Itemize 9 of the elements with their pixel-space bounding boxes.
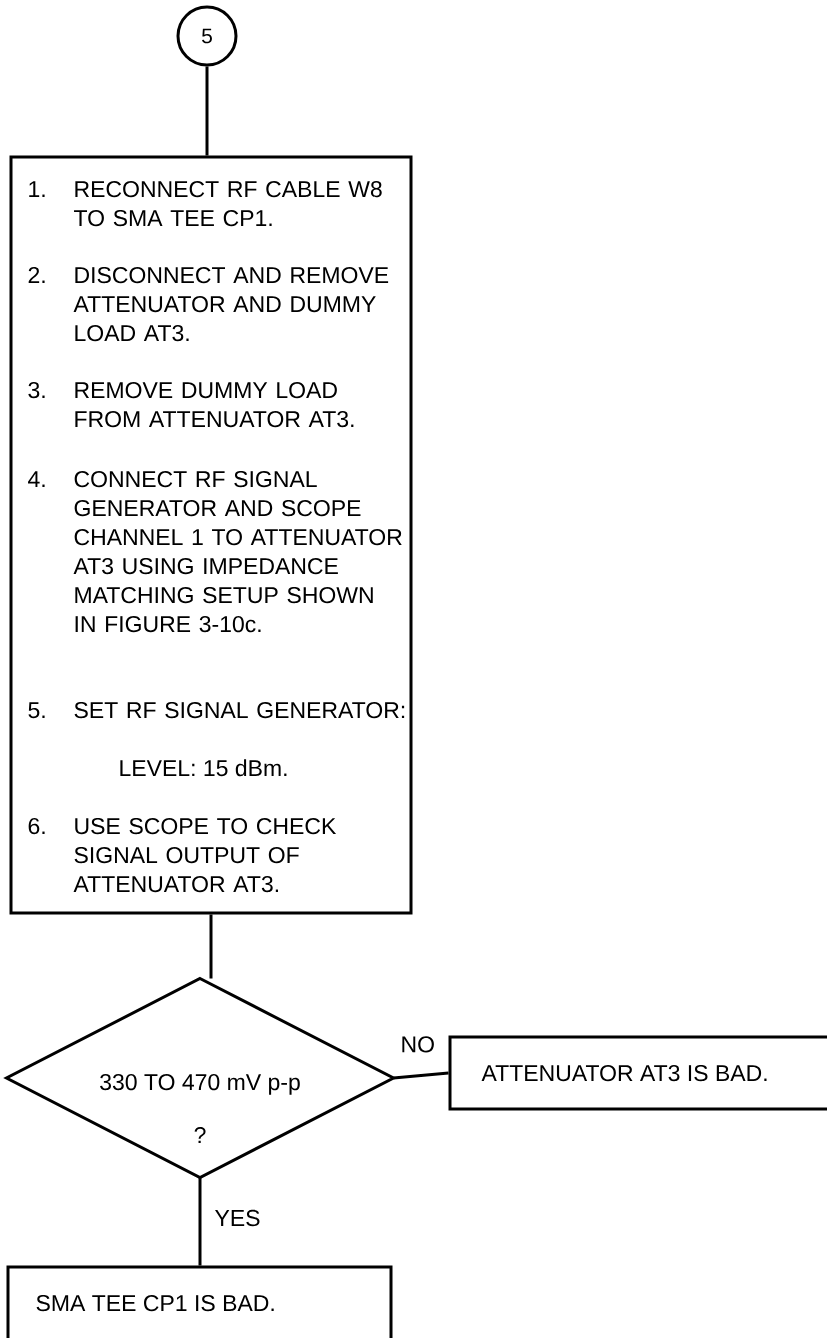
connector-line <box>393 1071 449 1080</box>
process-box: 1. RECONNECT RF CABLE W8 TO SMA TEE CP1. 2. DISCONNECT AND REMOVE ATTENUATOR AND DUMMY LOAD AT3. 3. REMOVE DUMMY LOAD FROM ATTENUATOR AT3. 4. CONNECT RF SIGNAL GENERATOR AND SCOPE CHANNEL 1 TO ATTENUATOR AT3 USING IMPEDANCE MATCHING SETUP SHOWN IN FIGURE 3-10c. 5. SET RF SIGNAL GENERATOR: LEVEL: 15 dBm. 6. USE SCOPE TO CHECK SIGNAL OUTPUT OF ATTENUATOR AT3. <box>9 155 413 915</box>
connector-line <box>209 914 213 979</box>
connector-line <box>205 66 209 156</box>
process-box: SMA TEE CP1 IS BAD. <box>6 1265 393 1338</box>
edge-label: YES <box>215 1209 260 1227</box>
process-box: ATTENUATOR AT3 IS BAD. <box>448 1035 827 1111</box>
connector-line <box>198 1177 202 1266</box>
edge-label: NO <box>402 1036 434 1053</box>
